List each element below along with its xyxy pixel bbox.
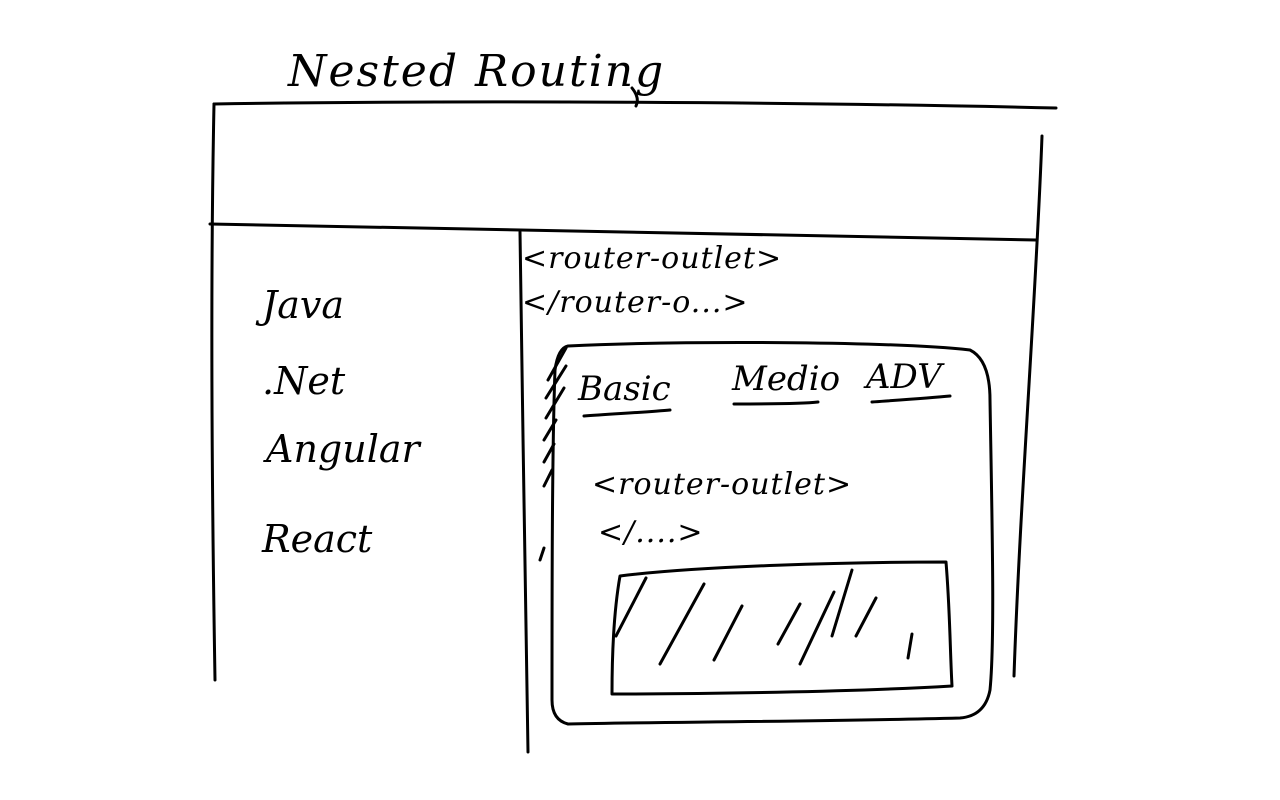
outer-router-outlet-open: <router-outlet> [522, 241, 783, 276]
inner-router-outlet-close: </....> [598, 515, 704, 550]
tab-underline-basic [582, 408, 672, 418]
tab-adv[interactable]: ADV [866, 357, 942, 397]
tab-underline-adv [870, 394, 952, 404]
sidebar-item-angular[interactable]: Angular [266, 427, 420, 471]
page-frame-left [210, 102, 217, 682]
page-frame-top [212, 100, 1058, 110]
sidebar-divider [518, 230, 530, 754]
page-frame-right [1012, 134, 1044, 678]
page-title: Nested Routing [288, 46, 666, 97]
tab-medio[interactable]: Medio [732, 359, 841, 399]
title-flourish [630, 86, 639, 108]
panel-edge-hatching [538, 346, 568, 562]
sidebar-item-java[interactable]: Java [262, 283, 345, 327]
inner-router-outlet-open: <router-outlet> [592, 467, 853, 502]
outer-router-outlet-close: </router-o...> [522, 285, 749, 320]
tab-underline-medio [732, 400, 820, 406]
content-box-hatching [614, 568, 914, 666]
child-panel-border [550, 341, 995, 726]
sidebar-item-dotnet[interactable]: .Net [262, 359, 346, 403]
grandchild-content-box [610, 560, 954, 696]
sidebar-item-react[interactable]: React [262, 517, 373, 561]
header-separator [208, 222, 1038, 242]
tab-basic[interactable]: Basic [578, 369, 671, 409]
